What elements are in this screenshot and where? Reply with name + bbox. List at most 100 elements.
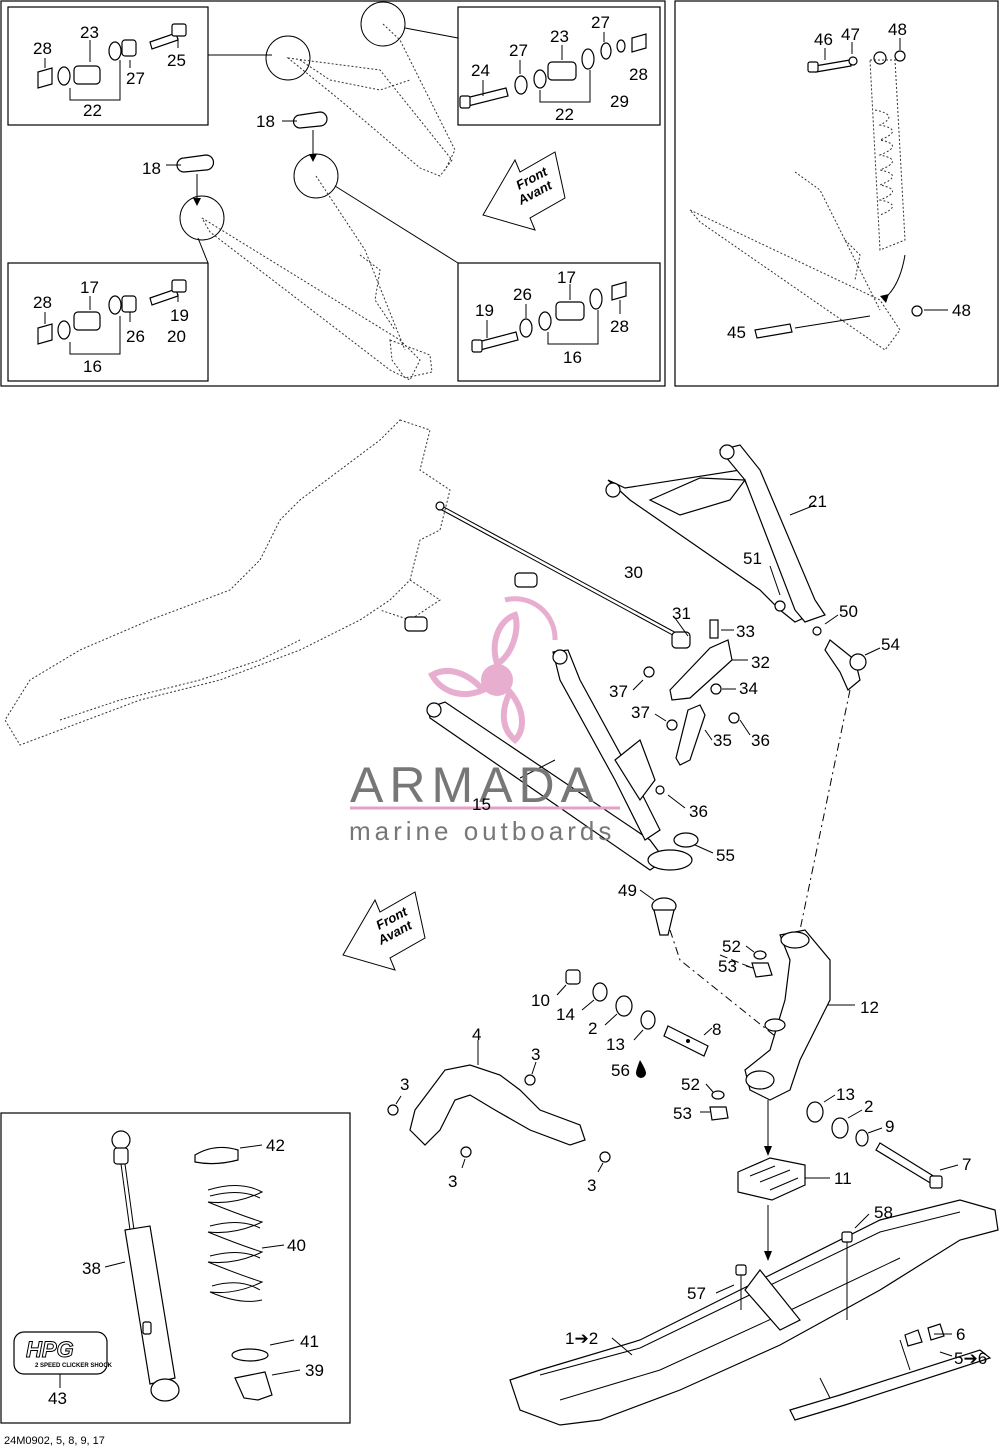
callout-3: 3 bbox=[400, 1075, 409, 1094]
callout-9: 9 bbox=[885, 1117, 894, 1136]
callout-19: 19 bbox=[475, 301, 494, 320]
ski-bolt bbox=[806, 1101, 943, 1189]
detail-box-3-parts bbox=[37, 279, 187, 355]
callout-40: 40 bbox=[287, 1236, 306, 1255]
callout-48: 48 bbox=[888, 20, 907, 39]
callout-10: 10 bbox=[531, 991, 550, 1010]
assembly-line bbox=[669, 929, 781, 1041]
ball-joint bbox=[651, 897, 677, 936]
spring-seat bbox=[231, 1348, 273, 1401]
callout-28: 28 bbox=[33, 293, 52, 312]
callout-3: 3 bbox=[587, 1176, 596, 1195]
callout-33: 33 bbox=[736, 622, 755, 641]
spring-cap bbox=[194, 1146, 239, 1165]
coil-spring bbox=[207, 1185, 264, 1302]
shock-arm-assembly bbox=[689, 38, 948, 351]
assembly-line bbox=[719, 954, 771, 976]
callout-28: 28 bbox=[629, 65, 648, 84]
callout-22: 22 bbox=[555, 105, 574, 124]
detail-box-1 bbox=[7, 6, 209, 126]
callout-27: 27 bbox=[509, 41, 528, 60]
callout-37: 37 bbox=[609, 682, 628, 701]
callout-50: 50 bbox=[839, 602, 858, 621]
callout-18: 18 bbox=[142, 159, 161, 178]
callout-19: 19 bbox=[170, 306, 189, 325]
upper-arm-frame bbox=[0, 0, 666, 387]
detail-box-4-parts bbox=[471, 281, 627, 353]
box-leaders bbox=[197, 27, 459, 264]
callout-48: 48 bbox=[952, 301, 971, 320]
callout-53: 53 bbox=[673, 1104, 692, 1123]
ski-pad bbox=[737, 1157, 806, 1201]
callout-57: 57 bbox=[687, 1284, 706, 1303]
callout-46: 46 bbox=[814, 30, 833, 49]
shock-parts-frame bbox=[0, 1112, 351, 1424]
callout-1-to-2: 1➔2 bbox=[565, 1329, 598, 1348]
ski-leg bbox=[387, 1064, 611, 1163]
callout-7: 7 bbox=[962, 1155, 971, 1174]
detail-box-2 bbox=[457, 6, 661, 126]
front-arrow-top: Front Avant bbox=[482, 151, 566, 231]
callout-58: 58 bbox=[874, 1203, 893, 1222]
detail-box-2-parts bbox=[459, 32, 647, 109]
callout-52: 52 bbox=[681, 1075, 700, 1094]
bushing-18 bbox=[176, 111, 328, 206]
callout-23: 23 bbox=[550, 27, 569, 46]
callout-55: 55 bbox=[716, 846, 735, 865]
grease-drop-icon bbox=[636, 1060, 646, 1078]
callout-3: 3 bbox=[448, 1172, 457, 1191]
watermark-brand: ARMADA bbox=[350, 757, 600, 813]
callout-56: 56 bbox=[611, 1061, 630, 1080]
callout-47: 47 bbox=[841, 25, 860, 44]
callout-34: 34 bbox=[739, 679, 758, 698]
callout-28: 28 bbox=[610, 317, 629, 336]
ski bbox=[509, 1199, 999, 1426]
hpg-badge: HPG 2 SPEED CLICKER SHOCK bbox=[13, 1331, 113, 1375]
front-arrow-mid: Front Avant bbox=[342, 891, 426, 971]
chassis-outline bbox=[4, 419, 451, 746]
detail-box-3 bbox=[7, 262, 209, 382]
callout-6: 6 bbox=[956, 1325, 965, 1344]
callout-24: 24 bbox=[471, 61, 490, 80]
shock-absorber bbox=[111, 1130, 180, 1402]
callout-41: 41 bbox=[300, 1332, 319, 1351]
callout-26: 26 bbox=[126, 327, 145, 346]
callout-17: 17 bbox=[80, 278, 99, 297]
callout-3: 3 bbox=[531, 1045, 540, 1064]
callout-42: 42 bbox=[266, 1136, 285, 1155]
callout-31: 31 bbox=[672, 604, 691, 623]
callout-16: 16 bbox=[83, 357, 102, 376]
callout-13: 13 bbox=[606, 1035, 625, 1054]
callout-17: 17 bbox=[557, 268, 576, 287]
tie-rod-end bbox=[824, 639, 867, 691]
callout-2: 2 bbox=[588, 1019, 597, 1038]
callout-21: 21 bbox=[808, 492, 827, 511]
callout-32: 32 bbox=[751, 653, 770, 672]
chassis-bracket bbox=[379, 579, 441, 621]
callout-35: 35 bbox=[713, 731, 732, 750]
callout-36: 36 bbox=[751, 731, 770, 750]
callout-15: 15 bbox=[472, 795, 491, 814]
hpg-logo: HPG bbox=[26, 1337, 74, 1362]
callout-26: 26 bbox=[513, 285, 532, 304]
callout-14: 14 bbox=[556, 1005, 575, 1024]
callout-49: 49 bbox=[618, 881, 637, 900]
callout-30: 30 bbox=[624, 563, 643, 582]
callout-18: 18 bbox=[256, 112, 275, 131]
callout-29: 29 bbox=[610, 92, 629, 111]
watermark-tagline: marine outboards bbox=[349, 816, 615, 846]
callout-52: 52 bbox=[722, 937, 741, 956]
callout-23: 23 bbox=[80, 23, 99, 42]
callout-16: 16 bbox=[563, 348, 582, 367]
shock-arm-frame bbox=[674, 0, 999, 387]
callout-45: 45 bbox=[727, 323, 746, 342]
callout-38: 38 bbox=[82, 1259, 101, 1278]
chassis-inner-line bbox=[59, 639, 301, 721]
callout-2: 2 bbox=[864, 1097, 873, 1116]
callout-20: 20 bbox=[167, 327, 186, 346]
callout-11: 11 bbox=[834, 1169, 852, 1188]
callout-27: 27 bbox=[126, 69, 145, 88]
detail-box-1-parts bbox=[37, 23, 187, 101]
reference-code: 24M0902, 5, 8, 9, 17 bbox=[4, 1435, 105, 1447]
